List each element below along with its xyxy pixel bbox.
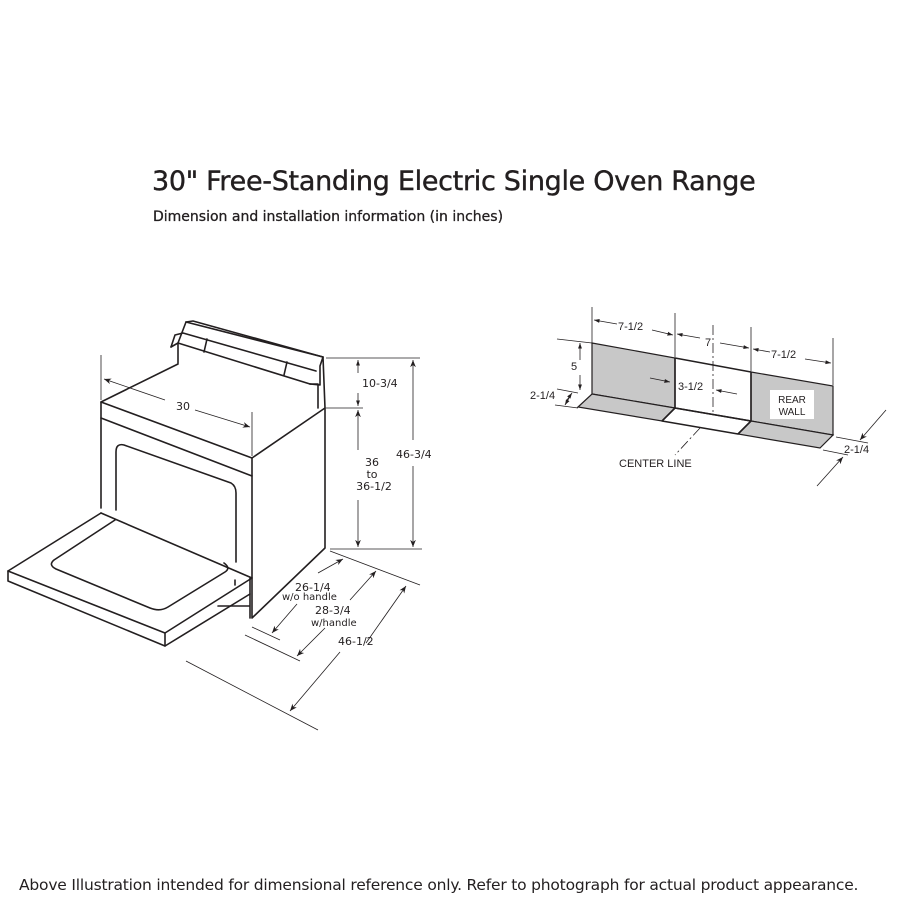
offset-label: 3-1/2 bbox=[678, 381, 703, 393]
rear-wall-illustration: CENTER LINE 7-1/2 7 7-1/2 5 2-1/4 3-1/2 … bbox=[530, 307, 887, 487]
center-line-label: CENTER LINE bbox=[619, 458, 692, 470]
page-subtitle: Dimension and installation information (… bbox=[153, 209, 504, 225]
width-dimension-label: 30 bbox=[176, 400, 190, 413]
center-width-label: 7 bbox=[705, 337, 711, 349]
rear-wall-label-box bbox=[770, 390, 814, 419]
oven-window bbox=[115, 443, 237, 563]
page-title: 30" Free-Standing Electric Single Oven R… bbox=[152, 166, 756, 197]
open-oven-door bbox=[7, 512, 253, 647]
right-depth-label: 2-1/4 bbox=[844, 444, 869, 456]
cooktop-height-label-3: 36-1/2 bbox=[356, 480, 392, 493]
range-illustration: 30 10-3/4 36 to 36-1/2 46-3/4 26-1/4 w/o… bbox=[7, 320, 432, 731]
depth-handle-note: w/handle bbox=[311, 618, 357, 629]
cooktop-height-label-2: to bbox=[366, 468, 377, 481]
rear-wall-label-2: WALL bbox=[779, 407, 806, 418]
depth-no-handle-label: 26-1/4 bbox=[295, 581, 331, 594]
right-width-label: 7-1/2 bbox=[771, 349, 796, 361]
panel-height-label: 5 bbox=[571, 361, 577, 373]
disclaimer-text: Above Illustration intended for dimensio… bbox=[19, 876, 859, 894]
depth-door-open-label: 46-1/2 bbox=[338, 635, 374, 648]
left-width-label: 7-1/2 bbox=[618, 321, 643, 333]
cooktop bbox=[100, 356, 326, 459]
backguard bbox=[170, 320, 324, 409]
backguard-height-label: 10-3/4 bbox=[362, 377, 398, 390]
left-depth-label: 2-1/4 bbox=[530, 390, 555, 402]
cooktop-height-label-1: 36 bbox=[365, 456, 379, 469]
overall-height-label: 46-3/4 bbox=[396, 448, 432, 461]
depth-handle-label: 28-3/4 bbox=[315, 604, 351, 617]
side-panel bbox=[251, 407, 326, 619]
depth-no-handle-note: w/o handle bbox=[282, 592, 337, 603]
rear-wall-label-1: REAR bbox=[778, 395, 806, 406]
